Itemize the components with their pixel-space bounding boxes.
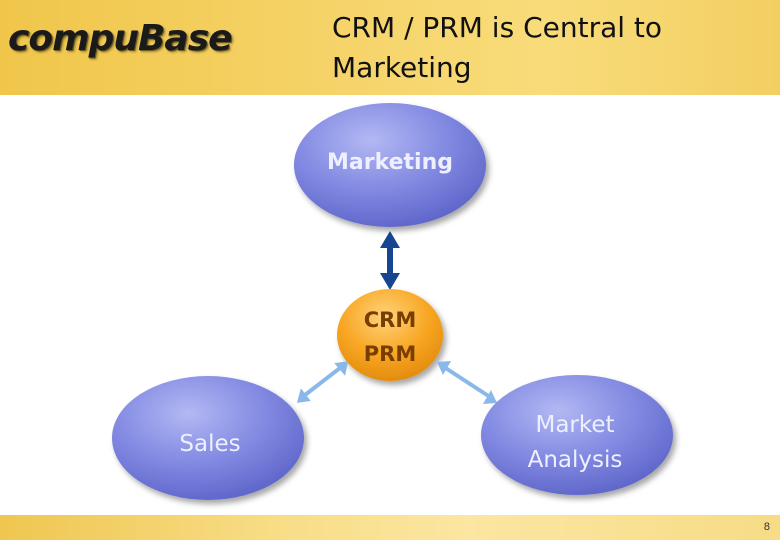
marketing-label: Marketing <box>326 150 454 175</box>
marketing-node <box>294 103 486 227</box>
crm-diagram <box>112 103 673 500</box>
crm-sales-arrow <box>296 361 349 403</box>
footer-bar: 8 <box>0 515 780 540</box>
crm-market-analysis-arrow <box>437 361 497 404</box>
marketing-crm-arrow <box>380 231 400 290</box>
market-analysis-node <box>481 375 673 495</box>
crm-prm-node <box>337 289 443 381</box>
sales-label: Sales <box>179 431 241 457</box>
sales-node <box>112 376 304 500</box>
slide-title: CRM / PRM is Central to Marketing <box>332 11 663 84</box>
crm-prm-label: CRM PRM <box>363 308 417 366</box>
page-number: 8 <box>763 521 770 533</box>
market-analysis-label: Market Analysis <box>527 412 623 473</box>
compubase-logo: compuBase <box>8 18 233 59</box>
header-bar: compuBase CRM / PRM is Central to Market… <box>0 0 780 95</box>
